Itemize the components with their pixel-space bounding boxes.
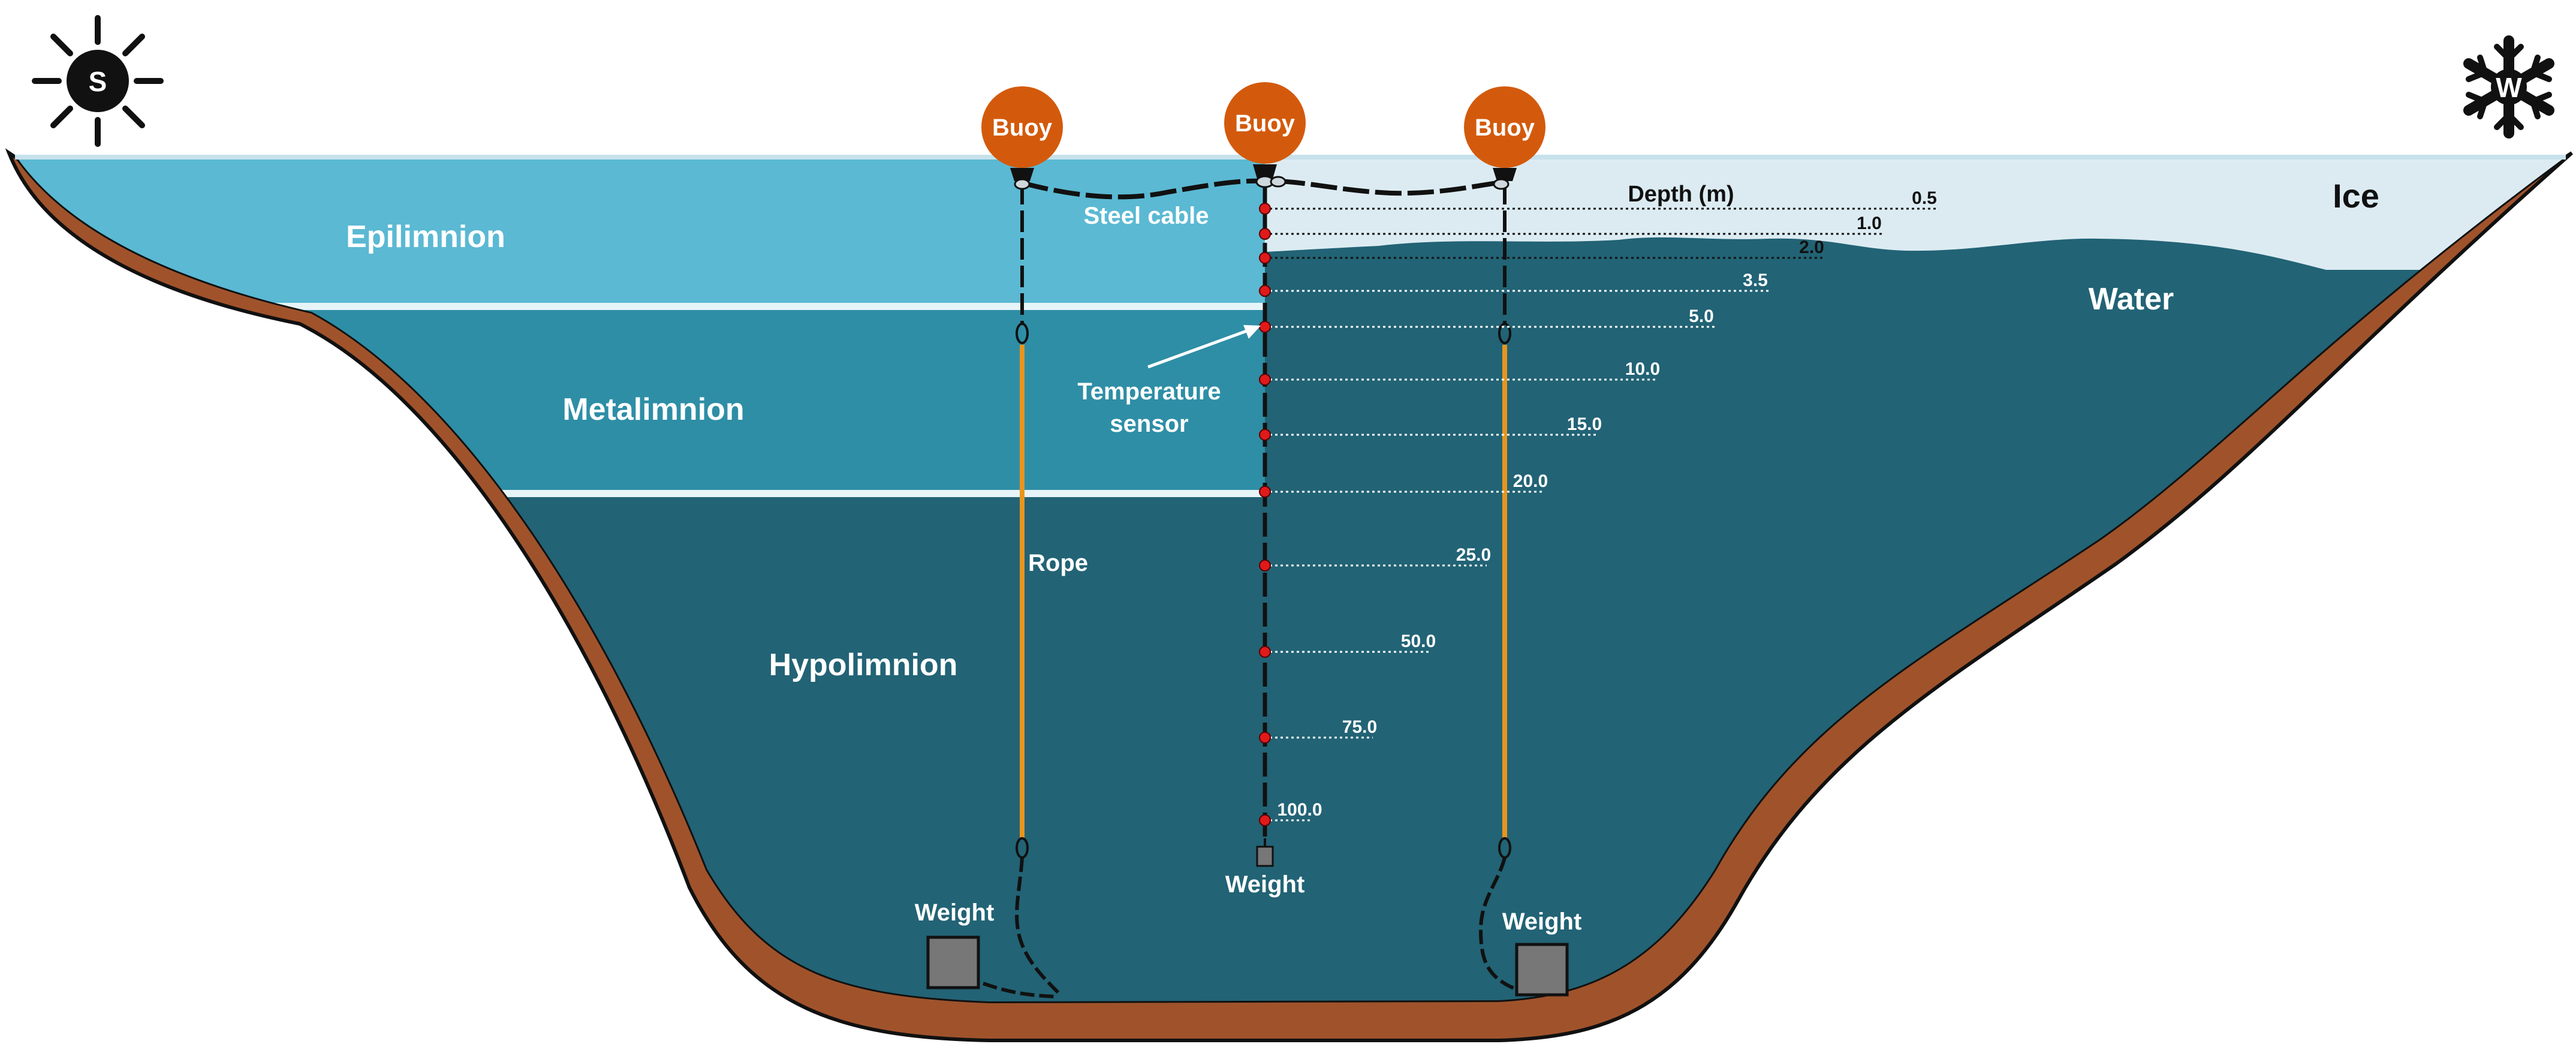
center-buoy-label: Buoy [1235, 110, 1295, 137]
depth-label-3.5: 3.5 [1743, 270, 1768, 290]
depth-label-20.0: 20.0 [1513, 471, 1548, 491]
center-weight-label: Weight [1225, 871, 1305, 898]
sensor-pointer-arrowhead [1243, 325, 1261, 339]
temperature-sensor-50.0 [1259, 646, 1271, 658]
left-weight-label: Weight [915, 899, 995, 926]
temperature-sensor-20.0 [1259, 486, 1271, 498]
temperature-sensor-10.0 [1259, 374, 1271, 386]
depth-ticks: 0.5 1.0 2.0 3.5 5.0 10.0 15.0 20.0 25.0 50.0 75.0 1… [1259, 188, 1937, 826]
temperature-sensor-100.0 [1259, 814, 1271, 826]
depth-label-15.0: 15.0 [1567, 414, 1602, 434]
lake-bed [5, 148, 2573, 1042]
right-mooring [1478, 183, 1569, 997]
right-weight-label: Weight [1502, 908, 1582, 935]
left-buoy-label: Buoy [992, 115, 1053, 141]
ice-label: Ice [2333, 177, 2379, 215]
depth-label-100.0: 100.0 [1277, 800, 1322, 820]
steel-cable-label: Steel cable [1083, 203, 1209, 229]
depth-label-75.0: 75.0 [1342, 717, 1377, 737]
hypolimnion-label: Hypolimnion [769, 648, 958, 682]
left-buoy: Buoy [981, 86, 1063, 190]
depth-label-1.0: 1.0 [1857, 213, 1882, 233]
depth-label-0.5: 0.5 [1912, 188, 1937, 208]
temperature-sensor-5.0 [1259, 321, 1271, 333]
temperature-sensor-label-line1: Temperature [1077, 378, 1221, 405]
depth-label-25.0: 25.0 [1456, 545, 1491, 565]
left-weight [926, 935, 980, 989]
metalimnion-label: Metalimnion [562, 392, 744, 427]
temperature-sensor-25.0 [1259, 559, 1271, 571]
depth-label-2.0: 2.0 [1799, 237, 1824, 257]
thermocline-line-lower [18, 490, 1265, 497]
temperature-sensor-0.5 [1259, 203, 1271, 215]
snowflake-icon: W [2463, 35, 2554, 139]
sun-letter: S [89, 66, 107, 97]
depth-label-5.0: 5.0 [1689, 306, 1714, 326]
left-mooring [926, 183, 1060, 998]
thermocline-line-upper [18, 303, 1265, 310]
right-weight [1515, 943, 1569, 997]
right-buoy: Buoy [1464, 86, 1545, 190]
ice-layer [1265, 159, 2563, 270]
sun-icon: S [32, 15, 164, 147]
depth-title: Depth (m) [1628, 182, 1734, 207]
right-buoy-label: Buoy [1475, 115, 1535, 141]
center-buoy: Buoy [1224, 82, 1306, 188]
temperature-sensor-2.0 [1259, 252, 1271, 264]
epilimnion-layer [18, 159, 1265, 305]
temperature-sensor-75.0 [1259, 732, 1271, 744]
sensor-pointer [1147, 326, 1255, 369]
temperature-sensor-15.0 [1259, 429, 1271, 441]
rope-label: Rope [1028, 550, 1088, 576]
center-weight [1256, 846, 1274, 867]
depth-label-50.0: 50.0 [1401, 631, 1436, 651]
epilimnion-label: Epilimnion [346, 219, 505, 254]
temperature-sensor-1.0 [1259, 228, 1271, 240]
snowflake-letter: W [2496, 72, 2522, 103]
depth-label-10.0: 10.0 [1625, 359, 1660, 379]
water-label: Water [2089, 282, 2174, 317]
temperature-sensor-3.5 [1259, 285, 1271, 297]
temperature-sensor-label-line2: sensor [1110, 411, 1188, 437]
